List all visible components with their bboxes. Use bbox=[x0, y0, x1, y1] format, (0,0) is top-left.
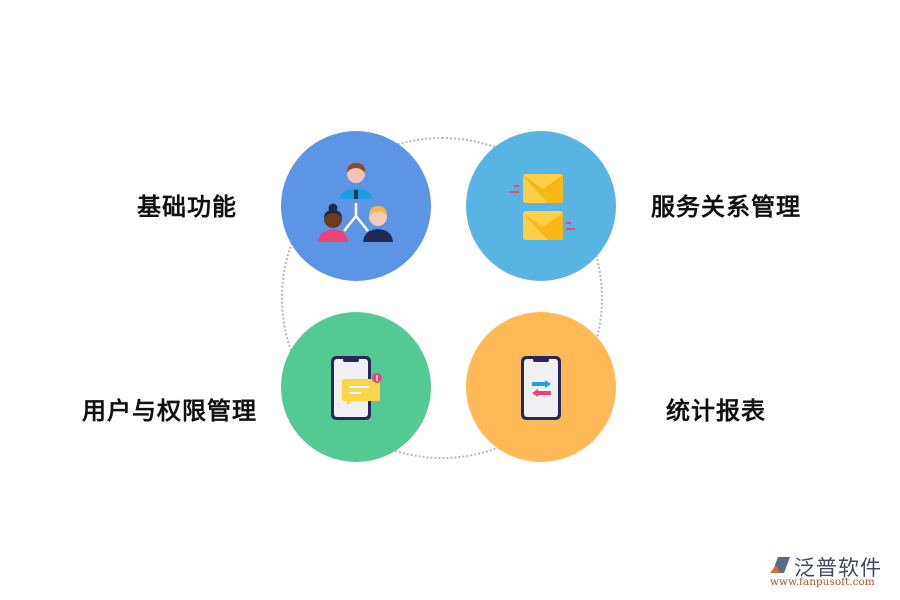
label-service-relation: 服务关系管理 bbox=[651, 193, 801, 221]
label-user-permission: 用户与权限管理 bbox=[82, 397, 257, 425]
fanpu-logo-icon bbox=[770, 557, 790, 573]
people-hierarchy-icon bbox=[318, 163, 393, 242]
circle-statistics-report bbox=[466, 312, 616, 462]
brand-logo: 泛普软件 www.fanpusoft.com bbox=[768, 552, 893, 592]
envelopes-icon bbox=[510, 174, 575, 240]
label-basic-functions: 基础功能 bbox=[137, 193, 237, 221]
phone-message-icon bbox=[331, 356, 382, 420]
dotted-connector-ring bbox=[281, 137, 603, 459]
phone-transfer-icon bbox=[521, 356, 561, 420]
circle-user-permission bbox=[281, 312, 431, 462]
circle-basic-functions bbox=[281, 131, 431, 281]
logo-name: 泛普软件 bbox=[794, 556, 882, 580]
logo-url: www.fanpusoft.com bbox=[770, 576, 875, 588]
circle-service-relation bbox=[466, 131, 616, 281]
label-statistics-report: 统计报表 bbox=[666, 397, 766, 425]
